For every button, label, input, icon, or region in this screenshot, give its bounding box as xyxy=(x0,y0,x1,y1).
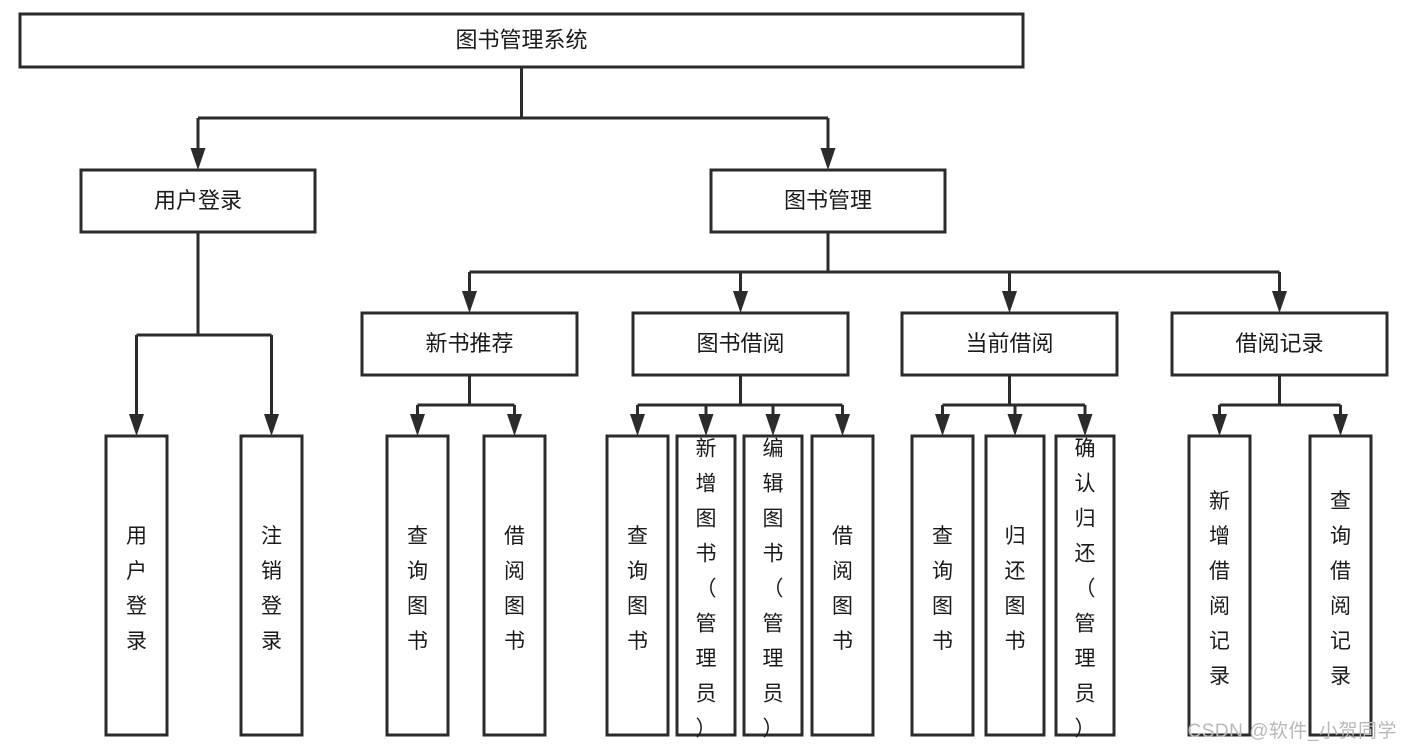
node-box[interactable] xyxy=(1170,311,1389,377)
node-box[interactable] xyxy=(18,12,1025,69)
arrow-head-icon xyxy=(1333,414,1348,436)
node-root[interactable]: 图书管理系统 xyxy=(18,12,1025,69)
arrow-head-icon xyxy=(820,148,836,170)
node-label: 新增借阅记录 xyxy=(1209,490,1230,688)
arrow-head-icon xyxy=(1007,414,1023,436)
arrow-head-icon xyxy=(264,414,279,436)
node-label: 图书借阅 xyxy=(696,331,784,356)
arrow-head-icon xyxy=(835,414,850,436)
node-f11[interactable]: 确认归还（管理员） xyxy=(1054,434,1116,740)
node-label: 图书管理 xyxy=(784,188,872,213)
node-box[interactable] xyxy=(910,434,975,737)
arrow-head-icon xyxy=(507,414,522,436)
arrow-head-icon xyxy=(935,414,950,436)
node-box[interactable] xyxy=(104,434,169,737)
node-label: 编辑图书（管理员） xyxy=(763,437,784,740)
node-f8[interactable]: 借阅图书 xyxy=(810,434,875,737)
node-label: 用户登录 xyxy=(126,525,147,653)
node-box[interactable] xyxy=(984,434,1046,737)
node-box[interactable] xyxy=(385,434,450,737)
arrow-head-icon xyxy=(630,414,645,436)
node-f5[interactable]: 查询图书 xyxy=(605,434,670,737)
node-label: 确认归还（管理员） xyxy=(1075,437,1096,740)
node-box[interactable] xyxy=(675,434,737,737)
node-f13[interactable]: 查询借阅记录 xyxy=(1308,434,1373,737)
node-m2[interactable]: 图书管理 xyxy=(709,168,947,234)
connector-group-s2 xyxy=(630,375,850,436)
node-box[interactable] xyxy=(631,311,850,377)
node-label: 注销登录 xyxy=(261,525,282,653)
node-box[interactable] xyxy=(239,434,304,737)
node-box[interactable] xyxy=(709,168,947,234)
node-f7[interactable]: 编辑图书（管理员） xyxy=(742,434,804,740)
node-box[interactable] xyxy=(605,434,670,737)
arrow-head-icon xyxy=(1272,291,1287,313)
connector-layer xyxy=(129,67,1348,436)
arrow-head-icon xyxy=(129,414,144,436)
node-label: 借阅记录 xyxy=(1235,331,1323,356)
node-s4[interactable]: 借阅记录 xyxy=(1170,311,1389,377)
node-label: 新增图书（管理员） xyxy=(696,437,717,740)
node-label: 归还图书 xyxy=(1005,525,1026,653)
node-f1[interactable]: 用户登录 xyxy=(104,434,169,737)
node-label: 查询图书 xyxy=(627,525,648,653)
node-label: 用户登录 xyxy=(154,188,242,213)
node-label: 借阅图书 xyxy=(832,525,853,653)
connector-group-m2 xyxy=(462,232,1287,313)
node-box[interactable] xyxy=(1187,434,1252,737)
node-box[interactable] xyxy=(742,434,804,737)
node-label: 借阅图书 xyxy=(504,525,525,653)
arrow-head-icon xyxy=(698,414,714,436)
node-box[interactable] xyxy=(810,434,875,737)
node-m1[interactable]: 用户登录 xyxy=(79,168,317,234)
node-box[interactable] xyxy=(1054,434,1116,737)
node-box[interactable] xyxy=(79,168,317,234)
node-s3[interactable]: 当前借阅 xyxy=(900,311,1119,377)
node-box[interactable] xyxy=(360,311,579,377)
node-layer: 图书管理系统用户登录图书管理新书推荐图书借阅当前借阅借阅记录用户登录注销登录查询… xyxy=(18,12,1389,740)
node-box[interactable] xyxy=(482,434,547,737)
connector-group-s4 xyxy=(1212,375,1348,436)
node-label: 查询借阅记录 xyxy=(1330,490,1351,688)
node-f4[interactable]: 借阅图书 xyxy=(482,434,547,737)
node-f6[interactable]: 新增图书（管理员） xyxy=(675,434,737,740)
arrow-head-icon xyxy=(733,291,748,313)
watermark-label: CSDN @软件_小贺同学 xyxy=(1187,721,1397,742)
node-label: 查询图书 xyxy=(932,525,953,653)
node-box[interactable] xyxy=(900,311,1119,377)
node-label: 图书管理系统 xyxy=(455,27,587,52)
node-f10[interactable]: 归还图书 xyxy=(984,434,1046,737)
node-label: 当前借阅 xyxy=(965,331,1053,356)
arrow-head-icon xyxy=(410,414,425,436)
node-label: 新书推荐 xyxy=(425,331,513,356)
arrow-head-icon xyxy=(1002,291,1017,313)
node-s1[interactable]: 新书推荐 xyxy=(360,311,579,377)
arrow-head-icon xyxy=(765,414,781,436)
arrow-head-icon xyxy=(462,291,477,313)
arrow-head-icon xyxy=(1212,414,1227,436)
node-label: 查询图书 xyxy=(407,525,428,653)
node-f9[interactable]: 查询图书 xyxy=(910,434,975,737)
node-f2[interactable]: 注销登录 xyxy=(239,434,304,737)
node-f12[interactable]: 新增借阅记录 xyxy=(1187,434,1252,737)
arrow-head-icon xyxy=(190,148,206,170)
connector-group-s1 xyxy=(410,375,522,436)
connector-group-root xyxy=(190,67,836,170)
node-f3[interactable]: 查询图书 xyxy=(385,434,450,737)
connector-group-m1 xyxy=(129,232,279,436)
node-s2[interactable]: 图书借阅 xyxy=(631,311,850,377)
node-box[interactable] xyxy=(1308,434,1373,737)
connector-group-s3 xyxy=(935,375,1093,436)
arrow-head-icon xyxy=(1077,414,1093,436)
